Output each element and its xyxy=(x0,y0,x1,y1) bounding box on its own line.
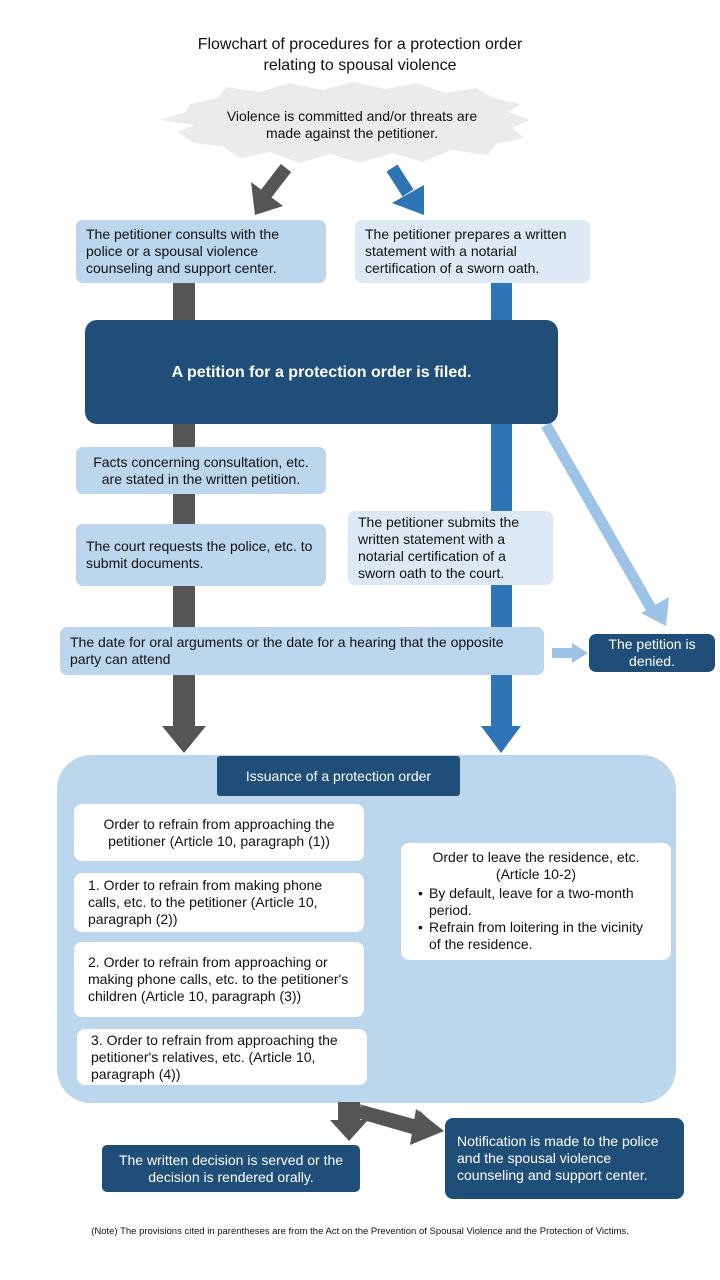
order-phone-box: 1. Order to refrain from making phone ca… xyxy=(74,873,364,932)
issuance-header: Issuance of a protection order xyxy=(217,756,460,796)
decision-served-node: The written decision is served or the de… xyxy=(102,1145,360,1192)
order-approach-box: Order to refrain from approaching the pe… xyxy=(74,804,364,861)
gray-connector-3 xyxy=(173,494,195,526)
gray-arrow-to-notification xyxy=(352,1103,444,1145)
order-children-box: 2. Order to refrain from approaching or … xyxy=(74,942,364,1017)
title-line-1: Flowchart of procedures for a protection… xyxy=(197,36,523,53)
order-residence-heading: Order to leave the residence, etc. (Arti… xyxy=(432,849,640,882)
blue-connector-2 xyxy=(491,424,512,512)
gray-connector-1 xyxy=(173,283,195,323)
petition-filed-node: A petition for a protection order is fil… xyxy=(85,320,558,424)
consult-node: The petitioner consults with the police … xyxy=(76,220,326,283)
blue-connector-1 xyxy=(491,283,512,323)
prepare-node: The petitioner prepares a written statem… xyxy=(355,220,590,283)
gray-connector-4 xyxy=(173,586,195,629)
order-residence-bullet-2: Refrain from loitering in the vicinity o… xyxy=(418,919,657,953)
blue-connector-3 xyxy=(491,585,512,629)
light-arrow-petition-to-denied xyxy=(541,422,669,626)
court-requests-node: The court requests the police, etc. to s… xyxy=(76,524,326,586)
page-title: Flowchart of procedures for a protection… xyxy=(0,34,720,76)
petition-denied-node: The petition is denied. xyxy=(589,634,715,672)
order-residence-bullets: By default, leave for a two-month period… xyxy=(415,885,657,953)
hearing-date-node: The date for oral arguments or the date … xyxy=(60,627,544,675)
blue-arrow-to-issuance xyxy=(481,674,521,753)
notification-node: Notification is made to the police and t… xyxy=(445,1118,684,1199)
order-residence-bullet-1: By default, leave for a two-month period… xyxy=(418,885,657,919)
violence-node: Violence is committed and/or threats are… xyxy=(226,108,478,141)
blue-arrow-to-prepare xyxy=(386,164,424,215)
order-residence-box: Order to leave the residence, etc. (Arti… xyxy=(401,843,671,960)
footnote: (Note) The provisions cited in parenthes… xyxy=(91,1226,629,1237)
submits-statement-node: The petitioner submits the written state… xyxy=(348,511,553,585)
title-line-2: relating to spousal violence xyxy=(263,57,457,74)
gray-arrow-to-issuance xyxy=(162,674,206,753)
violence-starburst xyxy=(160,82,530,163)
gray-connector-2 xyxy=(173,424,195,449)
gray-arrow-to-consult xyxy=(251,164,292,215)
facts-stated-node: Facts concerning consultation, etc. are … xyxy=(76,447,326,494)
order-relatives-box: 3. Order to refrain from approaching the… xyxy=(77,1029,367,1085)
light-arrow-hearing-to-denied xyxy=(552,643,588,663)
